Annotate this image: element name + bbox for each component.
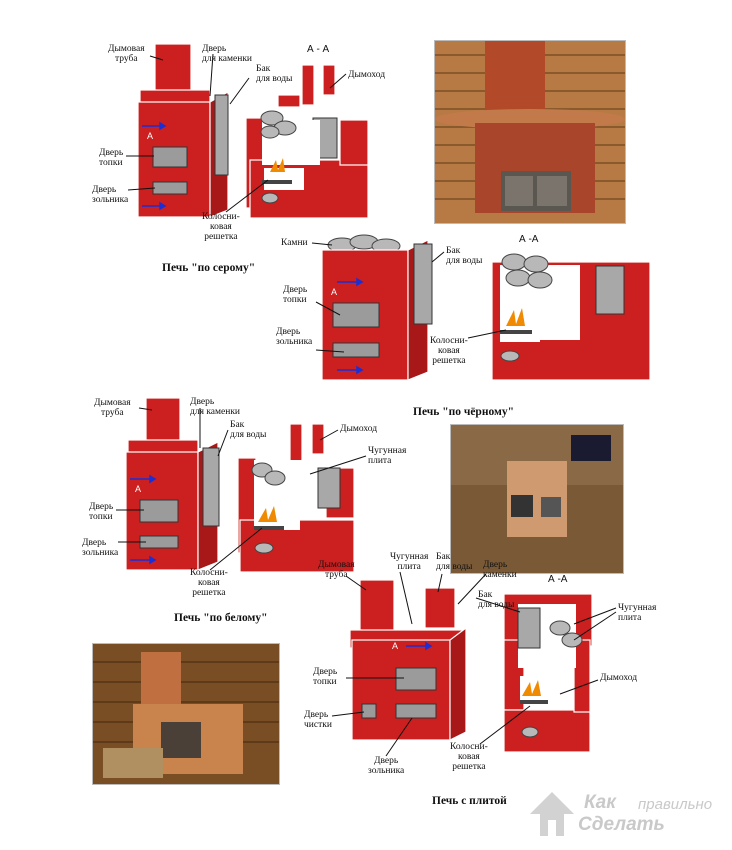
section-label: А -А [548,574,568,585]
watermark-line1: Как [584,792,616,813]
watermark-line2: правильно [638,796,713,813]
photo-stove-plate [92,643,280,785]
grate-label: Колосни- ковая решетка [190,568,228,598]
watermark: Как правильно Сделать [528,788,728,844]
firebox-door-label: Дверь топки [99,148,124,168]
stone-door-label: Дверь для каменки [190,397,241,417]
watermark-line3: Сделать [578,814,665,835]
chimney-label: Дымовая труба [94,398,131,418]
cast-plate-label: Чугунная плита [390,552,429,572]
flue-label: Дымоход [600,673,638,683]
cast-plate-label-2: Чугунная плита [618,603,657,623]
ash-door-label: Дверь зольника [82,538,119,558]
section-mark-a: А [135,484,142,494]
photo-stove-cube [450,424,624,574]
firebox-door-label: Дверь топки [313,667,338,687]
brick-stove-2 [321,234,433,381]
section-mark-a: А [147,131,154,141]
grate-label: Колосни- ковая решетка [430,336,468,366]
cleaning-door [361,703,377,719]
grate-label: Колосни- ковая решетка [202,212,240,242]
water-tank-label-2: Бак для воды [478,590,515,610]
firebox-door [332,302,380,328]
caption-black: Печь "по чёрному" [413,406,514,418]
water-tank [214,94,229,176]
flue-label: Дымоход [340,424,378,434]
brick-stove-3 [125,397,220,571]
water-tank-label: Бак для воды [436,552,473,572]
firebox-door [152,146,188,168]
stones-label: Камни [281,238,308,248]
water-tank [202,447,220,527]
brick-stove-1 [137,43,229,218]
chimney-label: Дымовая труба [108,44,145,64]
section-label: А -А [519,234,539,245]
section-view-2 [491,253,651,381]
stone-door-label: Дверь каменки [483,560,517,580]
firebox-door-label: Дверь топки [89,502,114,522]
stone-door-label: Дверь для каменки [202,44,253,64]
caption-white: Печь "по белому" [174,612,268,624]
section-view-1 [245,64,369,219]
house-logo-icon [530,792,574,836]
caption-gray: Печь "по серому" [162,262,256,274]
ash-door-label: Дверь зольника [368,756,405,776]
firebox-door [395,667,437,691]
caption-plate: Печь с плитой [432,795,507,807]
section-view-4 [503,593,593,753]
firebox-door-label: Дверь топки [283,285,308,305]
ash-door [395,703,437,719]
water-tank-label: Бак для воды [230,420,267,440]
photo-stove-round [434,40,626,224]
water-tank-label: Бак для воды [446,246,483,266]
water-tank-label: Бак для воды [256,64,293,84]
ash-door-label: Дверь зольника [92,185,129,205]
section-label: А - А [307,44,330,55]
section-view-3 [237,423,355,573]
section-mark-a: А [331,287,338,297]
grate-label: Колосни- ковая решетка [450,742,488,772]
section-mark-a: А [392,641,399,651]
cast-plate-label: Чугунная плита [368,446,407,466]
brick-stove-4 [349,579,467,741]
chimney-label: Дымовая труба [318,560,355,580]
flue-label: Дымоход [348,70,386,80]
water-tank [413,243,433,325]
firebox-door [139,499,179,523]
ash-door [332,342,380,358]
ash-door-label: Дверь зольника [276,327,313,347]
cleaning-door-label: Дверь чистки [304,710,332,730]
